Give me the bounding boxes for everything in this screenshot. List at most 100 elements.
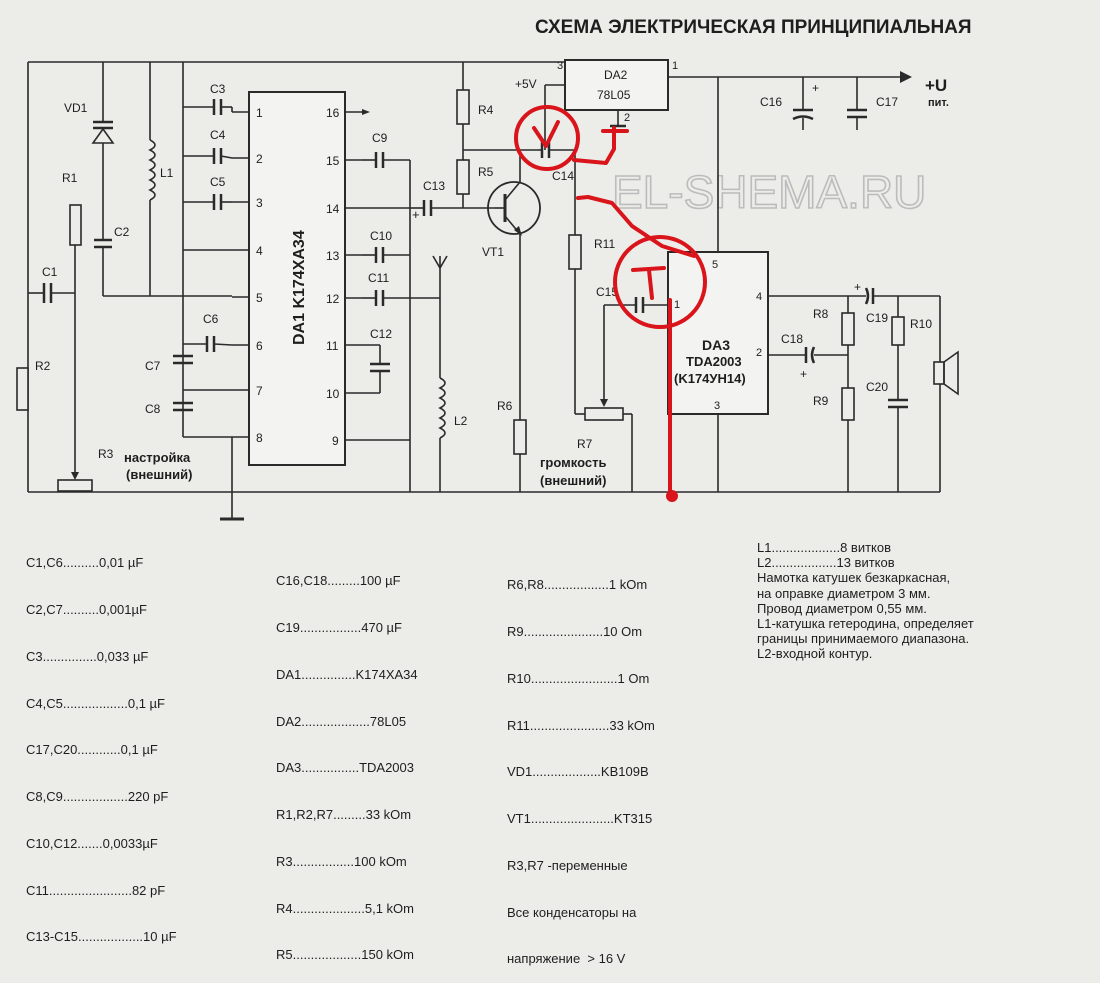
parts-list-item: R1,R2,R7.........33 kOm	[276, 807, 412, 823]
c12-label: C12	[370, 327, 392, 341]
capacitor-c20: C20	[866, 380, 908, 492]
r7-label: R7	[577, 437, 593, 451]
parts-list-item: C3...............0,033 µF	[26, 648, 149, 664]
r5-label: R5	[478, 165, 494, 179]
da1-pin-12: 12	[326, 292, 340, 306]
note-line: L1...................8 витков	[757, 540, 892, 555]
c16-plus: +	[812, 81, 819, 95]
parts-list-item: R10........................1 Om	[507, 670, 650, 686]
supply-sub-label: пит.	[928, 97, 949, 109]
c11-label: C11	[368, 271, 389, 285]
parts-list-item: C17,C20............0,1 µF	[26, 742, 158, 758]
da2-pin-gnd: 2	[624, 112, 630, 124]
c2-label: C2	[114, 225, 130, 239]
c10-label: C10	[370, 229, 392, 243]
parts-list-item: Все конденсаторы на	[507, 904, 637, 920]
da1-pin-13: 13	[326, 249, 340, 263]
vt1-label: VT1	[482, 245, 504, 259]
parts-list-item: DA3................TDA2003	[276, 760, 414, 776]
varicap-vd1: VD1	[64, 62, 115, 240]
da1-label: DA1 K174XA34	[291, 230, 308, 345]
schematic-page: СХЕМА ЭЛЕКТРИЧЕСКАЯ ПРИНЦИПИАЛЬНАЯ EL-SH…	[16, 17, 974, 966]
potentiometer-r3: R3 настройка (внешний)	[57, 296, 192, 492]
da1-pin-8: 8	[256, 431, 263, 445]
parts-list-item: R4....................5,1 kOm	[276, 900, 414, 916]
capacitor-c15: C15	[596, 285, 668, 313]
tuning-label: настройка	[124, 450, 191, 465]
inductor-l1: L1	[148, 62, 174, 296]
supply-label: +U	[925, 76, 947, 95]
parts-list-item: C4,C5..................0,1 µF	[26, 695, 165, 711]
da2-part: 78L05	[597, 88, 631, 102]
c18-label: C18	[781, 332, 803, 346]
resistor-r2: R2	[16, 359, 51, 411]
note-line: на оправке диаметром 3 мм.	[757, 585, 931, 601]
note-line: границы принимаемого диапазона.	[757, 631, 970, 647]
ic-da2: DA2 78L05 3 1 2 +5V	[515, 59, 678, 150]
vd1-label: VD1	[64, 101, 88, 115]
potentiometer-r7: R7 громкость (внешний)	[540, 305, 633, 492]
da1-pin-5: 5	[256, 291, 263, 305]
capacitor-c14: C14	[538, 142, 576, 200]
top-rail	[28, 61, 912, 83]
transistor-vt1: VT1	[482, 150, 541, 420]
resistor-r5: R5	[456, 159, 494, 208]
parts-list-item: C2,C7..........0,001µF	[26, 601, 147, 617]
c19-label: C19	[866, 311, 888, 325]
c16-label: C16	[760, 95, 782, 109]
da1-pin-14: 14	[326, 202, 340, 216]
parts-list-item: напряжение > 16 V	[507, 951, 626, 967]
da1-pin-7: 7	[256, 384, 263, 398]
parts-list-item: R3.................100 kOm	[276, 853, 407, 869]
da1-pin-3: 3	[256, 196, 263, 210]
parts-list-item: VT1.......................KT315	[507, 811, 653, 827]
capacitor-c1: C1	[28, 265, 75, 303]
note-line: L2-входной контур.	[757, 646, 873, 662]
da3-pin-5: 5	[712, 259, 718, 271]
speaker	[933, 296, 959, 492]
capacitor-c7: C7	[145, 354, 193, 373]
da3-pin-1: 1	[674, 299, 680, 311]
r11-label: R11	[594, 237, 615, 251]
parts-list-item: C8,C9..................220 pF	[26, 789, 169, 805]
capacitor-c10: C10	[362, 229, 410, 263]
c15-label: C15	[596, 285, 618, 299]
da3-pin-2: 2	[756, 347, 762, 359]
ic-da3: DA3 TDA2003 (K174УН14) 5 1 4 2 3	[667, 251, 769, 492]
parts-list-item: VD1...................KB109B	[507, 764, 649, 780]
da1-pin-15: 15	[326, 154, 340, 168]
c18-plus: +	[800, 367, 807, 381]
l2-label: L2	[454, 414, 468, 428]
circuit-diagram: СХЕМА ЭЛЕКТРИЧЕСКАЯ ПРИНЦИПИАЛЬНАЯ EL-SH…	[16, 17, 972, 521]
capacitor-c6: C6	[183, 312, 233, 352]
parts-list-item: R6,R8..................1 kOm	[507, 577, 648, 593]
capacitor-c2: C2	[94, 225, 130, 296]
da1-pin-1: 1	[256, 106, 263, 120]
capacitor-c19: C19 +	[848, 280, 940, 325]
da1-pin-4: 4	[256, 244, 263, 258]
parts-list-item: C19.................470 µF	[276, 619, 402, 635]
c7-label: C7	[145, 359, 161, 373]
parts-list-item: C11.......................82 pF	[26, 882, 166, 898]
parts-list-item: C10,C12.......0,0033µF	[26, 835, 158, 851]
da1-pin-6: 6	[256, 339, 263, 353]
parts-list-item: R9......................10 Om	[507, 623, 643, 639]
c17-label: C17	[876, 95, 898, 109]
resistor-r10: R10	[891, 296, 932, 400]
v5-label: +5V	[515, 77, 537, 91]
note-line: Провод диаметром 0,55 мм.	[757, 600, 927, 616]
resistor-r1: R1	[62, 171, 82, 286]
capacitor-c18: C18 +	[768, 332, 848, 381]
capacitor-c3: C3	[183, 82, 233, 115]
resistor-r8: R8	[813, 296, 855, 388]
da1-pin-2: 2	[256, 152, 263, 166]
capacitor-c11: C11	[362, 271, 440, 306]
red-annotations	[514, 105, 707, 502]
winding-notes: L1...................8 витков L2........…	[757, 540, 974, 662]
parts-list-2: C16,C18.........100 µF C19..............…	[276, 542, 418, 979]
da1-pin-16: 16	[326, 106, 340, 120]
note-line: L1-катушка гетеродина, определяет	[757, 616, 974, 632]
r9-label: R9	[813, 394, 829, 408]
r4-label: R4	[478, 103, 494, 117]
da3-label: DA3	[702, 337, 730, 353]
